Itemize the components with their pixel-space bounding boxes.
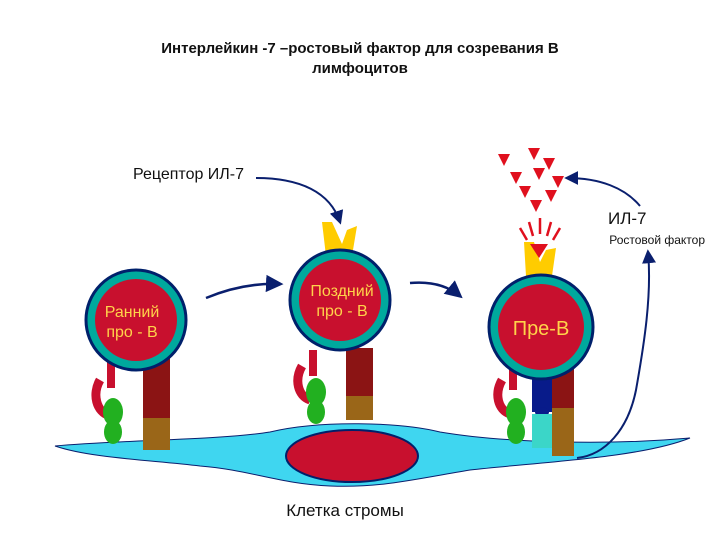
diagram-title-line-2: лимфоцитов [312,60,408,77]
il7-label: ИЛ-7 [608,209,647,228]
arrow-late-to-pre-b [409,280,463,299]
arrow-il7-label [564,171,641,207]
il7-molecules [498,148,564,212]
il7-binding-rays [518,218,562,241]
receptor-label: Рецептор ИЛ-7 [133,166,244,183]
stroma-nucleus [285,429,419,483]
stroma-label: Клетка стромы [286,501,404,520]
arrow-early-to-late [205,274,284,300]
cell-late-label-1: Поздний [310,283,373,300]
diagram-title-line-1: Интерлейкин -7 –ростовый фактор для созр… [161,40,559,57]
arrow-stroma-to-il7 [576,249,657,459]
cell-pre-b-label: Пре-В [513,318,570,340]
cell-late-label-2: про - В [316,303,367,320]
cell-pre-b: Пре-В [487,242,595,456]
cell-early-pro-b: Ранний про - В [84,268,188,450]
cell-early-label-1: Ранний [105,304,160,321]
growth-factor-label: Ростовой фактор [609,233,705,247]
il7-receptor-shape [322,222,357,256]
cell-late-pro-b: Поздний про - В [288,222,392,424]
arrow-receptor-label [255,177,344,225]
cell-early-label-2: про - В [106,324,157,341]
